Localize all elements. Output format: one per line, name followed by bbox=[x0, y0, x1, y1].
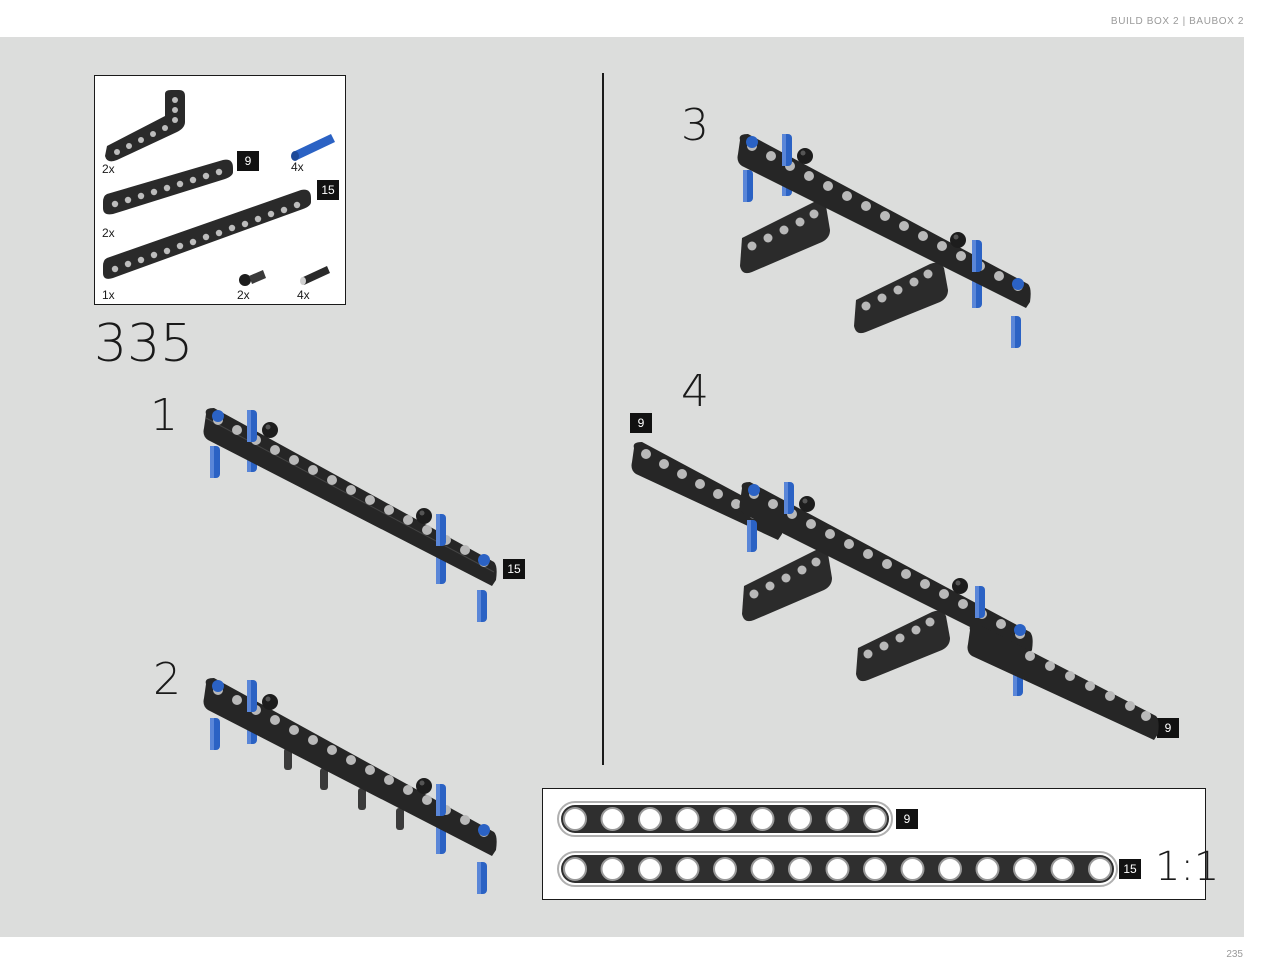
beam-hole bbox=[938, 857, 962, 881]
beam-hole bbox=[1050, 857, 1075, 881]
beam-hole bbox=[750, 857, 775, 881]
beam-length-tag: 9 bbox=[1157, 718, 1179, 738]
page-number: 235 bbox=[1226, 949, 1243, 960]
beam-hole bbox=[900, 857, 925, 881]
substep-2-assembly bbox=[203, 678, 497, 894]
step-number: 335 bbox=[94, 314, 194, 374]
beam-hole bbox=[675, 807, 700, 831]
substep-1-assembly bbox=[203, 408, 497, 622]
beam-hole bbox=[825, 857, 850, 881]
beam-9-icon bbox=[103, 159, 233, 215]
substep-number: 4 bbox=[681, 366, 709, 417]
substep-number: 3 bbox=[681, 100, 709, 151]
beam-hole bbox=[1088, 857, 1112, 881]
substep-3-assembly bbox=[737, 134, 1031, 348]
part-qty: 2x bbox=[237, 288, 250, 302]
part-qty: 4x bbox=[297, 288, 310, 302]
beam-length-tag: 15 bbox=[317, 180, 339, 200]
beam-hole bbox=[788, 857, 812, 881]
part-qty: 4x bbox=[291, 160, 304, 174]
beam-hole bbox=[563, 857, 587, 881]
beam-length-tag: 15 bbox=[1119, 859, 1141, 879]
beam-length-tag: 9 bbox=[630, 413, 652, 433]
beam-hole bbox=[713, 807, 737, 831]
substep-number: 2 bbox=[153, 654, 181, 705]
substep-4-assembly bbox=[631, 442, 1159, 740]
beam-hole bbox=[713, 857, 737, 881]
beam-hole bbox=[638, 807, 662, 831]
scale-beam-15 bbox=[557, 851, 1118, 887]
beam-hole bbox=[600, 857, 625, 881]
beam-15-icon bbox=[103, 189, 311, 279]
substep-number: 1 bbox=[150, 390, 178, 441]
part-qty: 2x bbox=[102, 226, 115, 240]
beam-hole bbox=[975, 857, 1000, 881]
black-pin-icon bbox=[300, 266, 330, 285]
beam-length-tag: 9 bbox=[237, 151, 259, 171]
beam-hole bbox=[825, 807, 850, 831]
part-qty: 1x bbox=[102, 288, 115, 302]
beam-hole bbox=[788, 807, 812, 831]
beam-hole bbox=[750, 807, 775, 831]
beam-hole bbox=[600, 807, 625, 831]
beam-hole bbox=[863, 857, 887, 881]
scale-ratio: 1:1 bbox=[1155, 844, 1220, 890]
l-beam-icon bbox=[105, 90, 185, 162]
part-qty: 2x bbox=[102, 162, 115, 176]
scale-beams bbox=[557, 801, 1118, 887]
beam-length-tag: 15 bbox=[503, 559, 525, 579]
blue-axle-pin-icon bbox=[291, 134, 335, 161]
scale-guide-box: 9 15 1:1 bbox=[542, 788, 1219, 900]
scale-beam-9 bbox=[557, 801, 893, 837]
beam-length-tag: 9 bbox=[896, 809, 918, 829]
column-divider bbox=[602, 73, 604, 765]
beam-hole bbox=[675, 857, 700, 881]
black-ball-joint-icon bbox=[239, 270, 266, 286]
parts-list-box: 2x 4x 2x 1x 2x 4x 9 15 bbox=[94, 75, 346, 305]
beam-hole bbox=[638, 857, 662, 881]
parts-illustration bbox=[103, 90, 335, 286]
beam-hole bbox=[863, 807, 887, 831]
beam-hole bbox=[1013, 857, 1037, 881]
beam-hole bbox=[563, 807, 587, 831]
header-title: BUILD BOX 2 | BAUBOX 2 bbox=[1110, 16, 1244, 27]
